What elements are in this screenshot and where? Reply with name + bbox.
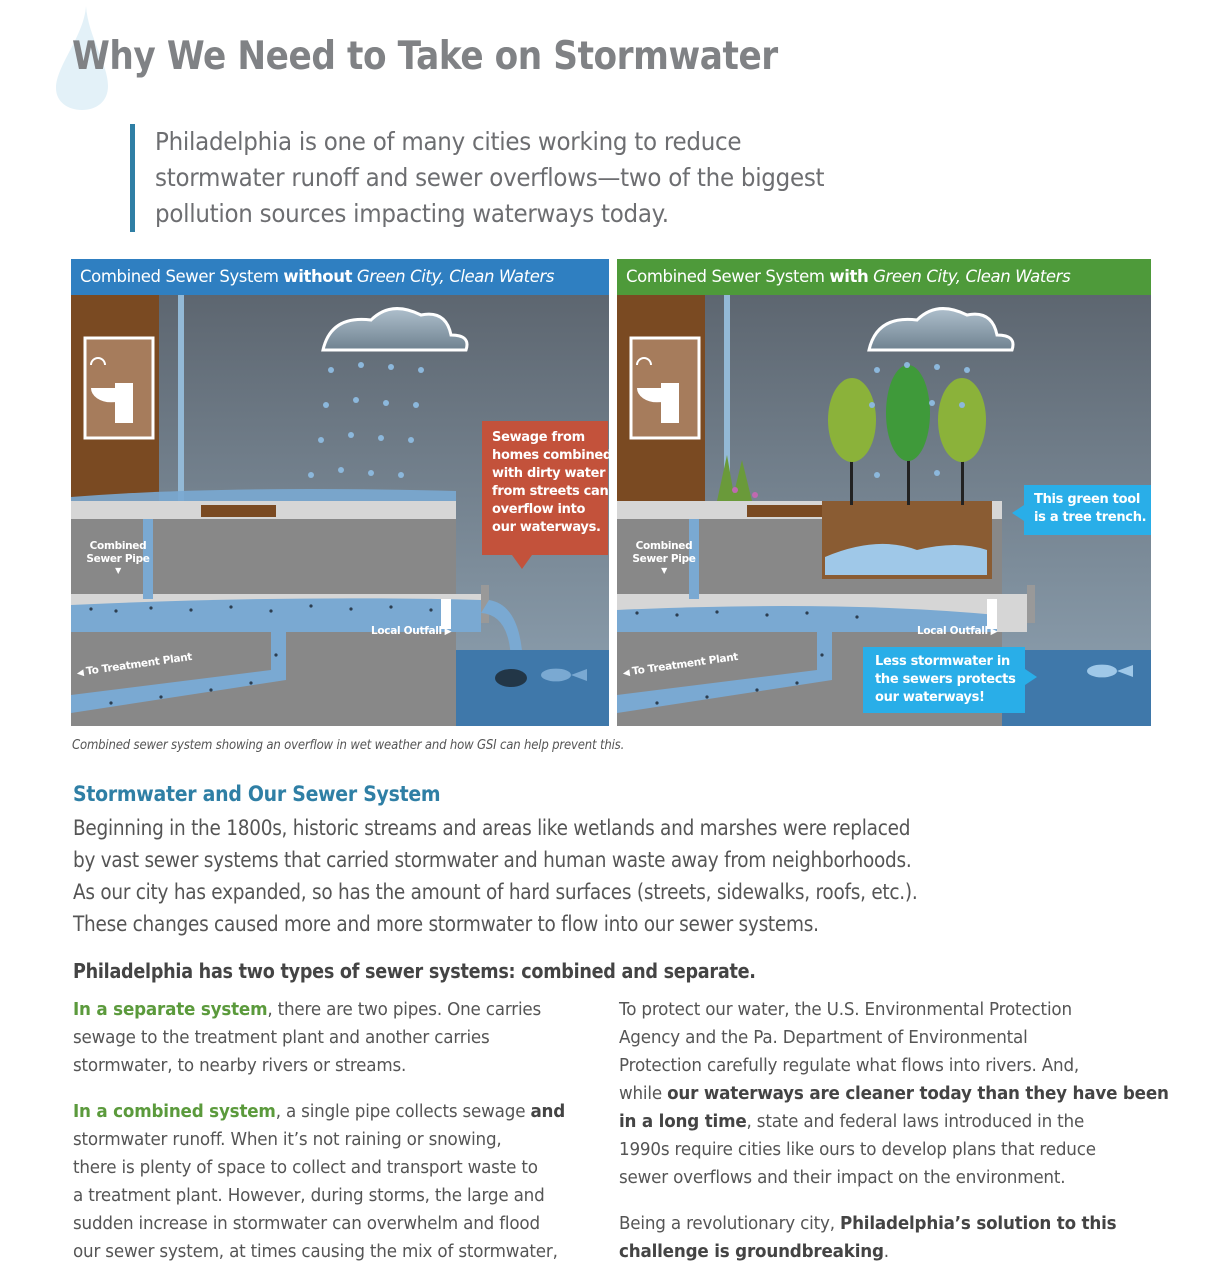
header-bold: with xyxy=(829,267,869,286)
regulation-paragraph: To protect our water, the U.S. Environme… xyxy=(619,999,1169,1188)
local-outfall-label: Local Outfall xyxy=(917,625,997,639)
tree-trench-callout: This green tool is a tree trench. xyxy=(1012,485,1151,535)
tree-icons xyxy=(828,365,986,505)
page-title: Why We Need to Take on Stormwater xyxy=(72,34,778,79)
intro-paragraph: Beginning in the 1800s, historic streams… xyxy=(73,812,1073,940)
lede-quote: Philadelphia is one of many cities worki… xyxy=(130,124,895,232)
lede-line: stormwater runoff and sewer overflows—tw… xyxy=(155,163,825,192)
lede-line: pollution sources impacting waterways to… xyxy=(155,199,669,228)
callout-line: from streets can xyxy=(492,484,609,499)
local-outfall-label: Local Outfall xyxy=(371,625,451,639)
intro-line: Beginning in the 1800s, historic streams… xyxy=(73,816,911,840)
intro-line: by vast sewer systems that carried storm… xyxy=(73,848,912,872)
header-text: Combined Sewer System xyxy=(80,267,284,286)
panel-header: Combined Sewer System with Green City, C… xyxy=(617,259,1151,295)
river xyxy=(1002,650,1151,726)
solution-paragraph: Being a revolutionary city, Philadelphia… xyxy=(619,1213,1117,1262)
callout-line: overflow into xyxy=(492,502,586,517)
intro-line: As our city has expanded, so has the amo… xyxy=(73,880,918,904)
diagram-without-gcw: Combined Sewer System without Green City… xyxy=(71,259,609,726)
callout-line: our waterways. xyxy=(492,520,601,535)
less-stormwater-callout: Less stormwater in the sewers protects o… xyxy=(863,647,1037,713)
intro-line: These changes caused more and more storm… xyxy=(73,912,819,936)
callout-line: homes combined xyxy=(492,448,609,463)
callout-line: the sewers protects xyxy=(875,672,1016,687)
rain-drops xyxy=(869,362,970,478)
plants-icon xyxy=(717,455,758,501)
term-separate-system: In a separate system xyxy=(73,999,268,1020)
section-title: Stormwater and Our Sewer System xyxy=(73,782,441,806)
sewer-scene-illustration xyxy=(71,295,609,726)
header-italic: Green City, Clean Waters xyxy=(352,267,555,286)
cloud-icon xyxy=(321,307,469,352)
water-drop-icon xyxy=(56,6,108,110)
cloud-icon xyxy=(867,307,1015,352)
separate-system-paragraph: In a separate system, there are two pipe… xyxy=(73,999,542,1076)
fish-icon xyxy=(541,668,587,682)
overflow-callout: Sewage from homes combined with dirty wa… xyxy=(482,421,609,569)
diagram-with-gcw: Combined Sewer System with Green City, C… xyxy=(617,259,1151,726)
callout-line: with dirty water xyxy=(492,466,606,481)
callout-line: Sewage from xyxy=(492,430,585,445)
callout-line: Less stormwater in xyxy=(875,654,1011,669)
column-right: To protect our water, the U.S. Environme… xyxy=(619,996,1179,1284)
header-italic: Green City, Clean Waters xyxy=(868,267,1071,286)
lede-line: Philadelphia is one of many cities worki… xyxy=(155,127,742,156)
subheading: Philadelphia has two types of sewer syst… xyxy=(73,959,756,983)
callout-line: This green tool xyxy=(1034,492,1141,507)
combined-system-paragraph: In a combined system, a single pipe coll… xyxy=(73,1101,566,1262)
header-bold: without xyxy=(283,267,353,286)
river xyxy=(456,650,609,726)
figure-caption: Combined sewer system showing an overflo… xyxy=(72,738,625,753)
term-combined-system: In a combined system xyxy=(73,1101,276,1122)
callout-line: is a tree trench. xyxy=(1034,510,1147,525)
column-left: In a separate system, there are two pipe… xyxy=(73,996,633,1284)
rain-drops xyxy=(308,362,424,478)
header-text: Combined Sewer System xyxy=(626,267,830,286)
fish-icon xyxy=(1087,664,1133,678)
panel-header: Combined Sewer System without Green City… xyxy=(71,259,609,295)
callout-line: our waterways! xyxy=(875,690,985,705)
